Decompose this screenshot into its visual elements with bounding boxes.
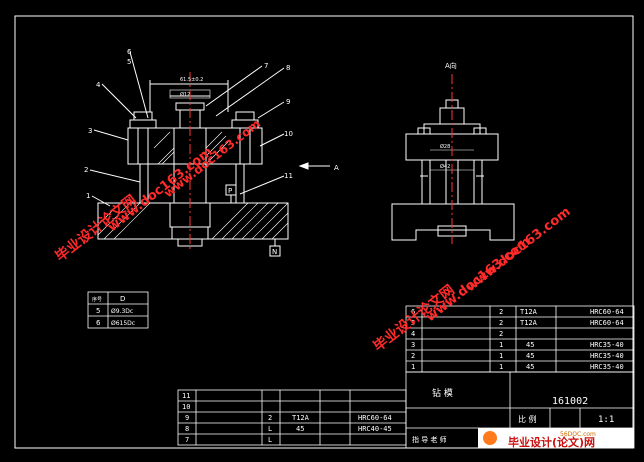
bom-right-rows: 6 2 T12A HRC60-64 5 2 T12A HRC60-64 4 2 … xyxy=(411,308,624,371)
bom-right-row-4-qty: 1 xyxy=(499,341,503,349)
bom-bottom-grid xyxy=(177,389,407,446)
bom-right-row-2-note: HRC60-64 xyxy=(590,319,624,327)
bom-bottom-row-4-note: HRC40-45 xyxy=(358,425,392,433)
title-block-designer-label: 指 导 老 师 xyxy=(412,435,447,444)
bom-bottom-row-3-no: 9 xyxy=(185,414,189,422)
bom-right-row-1-mat: T12A xyxy=(520,308,538,316)
watermark-brand-1: 毕业设计论文网 xyxy=(52,191,140,265)
view-a-label: A向 xyxy=(445,61,457,70)
datum-p-label: P xyxy=(228,187,232,195)
drawing-border xyxy=(14,15,634,449)
dim-top-label: 61.5±0.2 xyxy=(180,77,203,83)
bom-right-row-5-no: 2 xyxy=(411,352,415,360)
bom-bottom-row-3-note: HRC60-64 xyxy=(358,414,392,422)
balloon-6: 6 xyxy=(127,48,132,56)
watermark-url-3: www.doc163.com xyxy=(463,204,573,295)
bom-right-row-6-qty: 1 xyxy=(499,363,503,371)
bom-bottom-rows: 11 10 9 2 T12A HRC60-64 8 L 45 HRC40-45 … xyxy=(182,392,392,444)
bom-right-row-2-mat: T12A xyxy=(520,319,538,327)
title-block-drawing-no: 161002 xyxy=(552,396,588,407)
hole-table-row-2-d: Ø615Dc xyxy=(111,320,135,327)
bom-right-row-4-no: 3 xyxy=(411,341,415,349)
balloon-4: 4 xyxy=(96,81,101,89)
balloon-9: 9 xyxy=(286,98,290,106)
bom-right-row-6-mat: 45 xyxy=(526,363,534,371)
balloon-2: 2 xyxy=(84,166,88,174)
balloon-7: 7 xyxy=(264,62,268,70)
bom-bottom-row-3-qty: 2 xyxy=(268,414,272,422)
bom-right-row-5-qty: 1 xyxy=(499,352,503,360)
watermark-url-4: www.doc163.com xyxy=(161,116,263,200)
bom-bottom-row-4-no: 8 xyxy=(185,425,189,433)
bom-bottom-row-3-mat: T12A xyxy=(292,414,310,422)
title-block-scale: 1:1 xyxy=(598,415,614,425)
bom-bottom-row-5-qty: L xyxy=(268,436,272,444)
balloon-1: 1 xyxy=(86,192,90,200)
bom-right-row-1-qty: 2 xyxy=(499,308,503,316)
balloon-11: 11 xyxy=(284,172,293,180)
section-arrow-label: A xyxy=(334,164,339,172)
bom-bottom-row-1-no: 11 xyxy=(182,392,190,400)
hole-table-header-no: 序号 xyxy=(92,296,102,303)
dim-left-label: Ø12 xyxy=(180,91,190,98)
balloon-8: 8 xyxy=(286,64,290,72)
dim-right-2-label: Ø42 xyxy=(440,163,450,170)
balloon-3: 3 xyxy=(88,127,92,135)
bom-right-row-4-note: HRC35-40 xyxy=(590,341,624,349)
bom-right-row-2-qty: 2 xyxy=(499,319,503,327)
hole-table-row-1-d: Ø9.3Dc xyxy=(111,308,133,315)
bom-right-row-5-mat: 45 xyxy=(526,352,534,360)
right-view-a xyxy=(391,99,515,241)
hole-table-row-2-no: 6 xyxy=(96,319,101,327)
bom-right-row-6-note: HRC35-40 xyxy=(590,363,624,371)
bom-right-row-2-no: 5 xyxy=(411,319,415,327)
title-block-scale-label: 比 例 xyxy=(518,414,537,424)
bom-right-grid xyxy=(405,305,635,373)
bom-right-row-1-note: HRC60-64 xyxy=(590,308,624,316)
corner-logo: 56DOC.com 毕业设计(论文)网 xyxy=(478,428,634,449)
bom-right-row-6-no: 1 xyxy=(411,363,415,371)
bom-right-row-3-no: 4 xyxy=(411,330,415,338)
hole-table-row-1-no: 5 xyxy=(96,307,100,315)
datum-n-label: N xyxy=(272,248,277,256)
bom-right-row-5-note: HRC35-40 xyxy=(590,352,624,360)
bom-bottom-row-2-no: 10 xyxy=(182,403,190,411)
corner-logo-brand: 毕业设计(论文)网 xyxy=(508,435,595,449)
hole-table xyxy=(87,291,149,329)
bom-bottom-row-5-no: 7 xyxy=(185,436,189,444)
dim-right-1-label: Ø28 xyxy=(440,143,450,150)
balloon-10: 10 xyxy=(284,130,293,138)
balloon-5: 5 xyxy=(127,58,131,66)
title-block-name: 钻 模 xyxy=(432,387,453,399)
hole-table-header-d: D xyxy=(120,295,125,303)
left-section-view xyxy=(89,51,330,257)
bom-right-row-3-qty: 2 xyxy=(499,330,503,338)
corner-logo-url: 56DOC.com xyxy=(560,431,596,438)
bom-bottom-row-4-qty: L xyxy=(268,425,272,433)
bom-bottom-row-4-mat: 45 xyxy=(296,425,304,433)
bom-right-row-1-no: 6 xyxy=(411,308,415,316)
part-balloons: 1 2 3 4 5 6 7 8 9 10 11 xyxy=(84,48,293,200)
bom-right-row-4-mat: 45 xyxy=(526,341,534,349)
